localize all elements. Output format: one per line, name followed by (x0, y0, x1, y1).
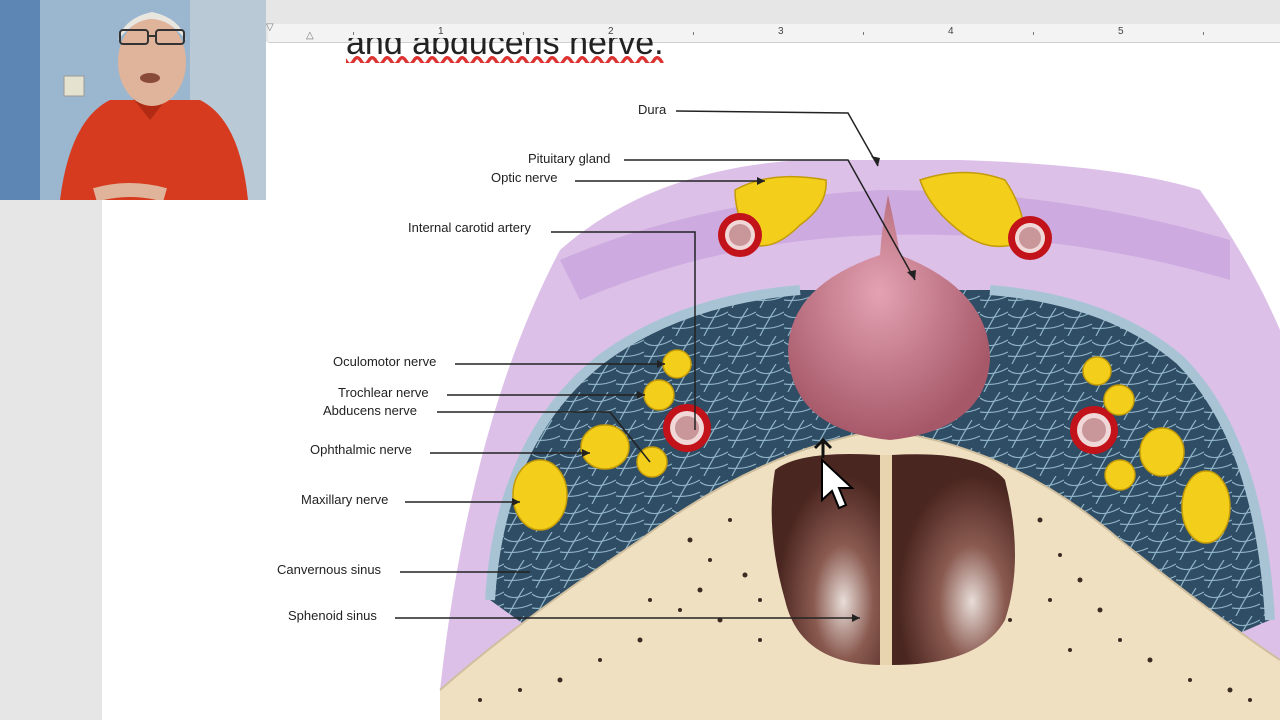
label-internal-carotid-artery: Internal carotid artery (408, 220, 531, 235)
label-optic-nerve: Optic nerve (491, 170, 557, 185)
ruler-number: 5 (1118, 26, 1124, 37)
oculomotor-nerve-right (1082, 356, 1112, 386)
sphenoid-sinus-right (892, 454, 1015, 665)
label-dura: Dura (638, 102, 667, 117)
maxillary-nerve-right (1181, 470, 1231, 544)
label-ophthalmic-nerve: Ophthalmic nerve (310, 442, 412, 457)
label-maxillary-nerve: Maxillary nerve (301, 492, 388, 507)
ophthalmic-nerve-left (580, 424, 630, 470)
label-sphenoid-sinus: Sphenoid sinus (288, 608, 377, 623)
label-trochlear-nerve: Trochlear nerve (338, 385, 429, 400)
label-abducens-nerve: Abducens nerve (323, 403, 417, 418)
presenter-video (0, 0, 266, 200)
maxillary-nerve-left (512, 459, 568, 531)
webcam-overlay (0, 0, 266, 200)
pituitary-gland (788, 195, 990, 440)
ruler-number: 2 (608, 26, 614, 37)
ruler-number: 1 (438, 26, 444, 37)
first-line-indent-marker-icon[interactable]: ▽ (266, 22, 274, 33)
label-oculomotor-nerve: Oculomotor nerve (333, 354, 436, 369)
horizontal-ruler[interactable]: ▽ △ 1 2 3 4 5 (266, 22, 1280, 43)
hanging-indent-marker-icon[interactable]: △ (306, 30, 314, 41)
trochlear-nerve-right (1103, 384, 1135, 416)
label-cavernous-sinus: Canvernous sinus (277, 562, 382, 577)
document-heading-fragment: and abducens nerve. (346, 24, 664, 62)
sphenoid-septum (880, 455, 892, 665)
label-pituitary-gland: Pituitary gland (528, 151, 610, 166)
ophthalmic-nerve-right (1139, 427, 1185, 477)
trochlear-nerve-left (643, 379, 675, 411)
mouse-pointer-icon (821, 457, 855, 510)
ruler-number: 3 (778, 26, 784, 37)
oculomotor-nerve-left (662, 349, 692, 379)
abducens-nerve-right (1104, 459, 1136, 491)
ruler-number: 4 (948, 26, 954, 37)
sphenoid-sinus-left (771, 454, 882, 665)
cursor-up-arrow-icon (813, 437, 833, 458)
